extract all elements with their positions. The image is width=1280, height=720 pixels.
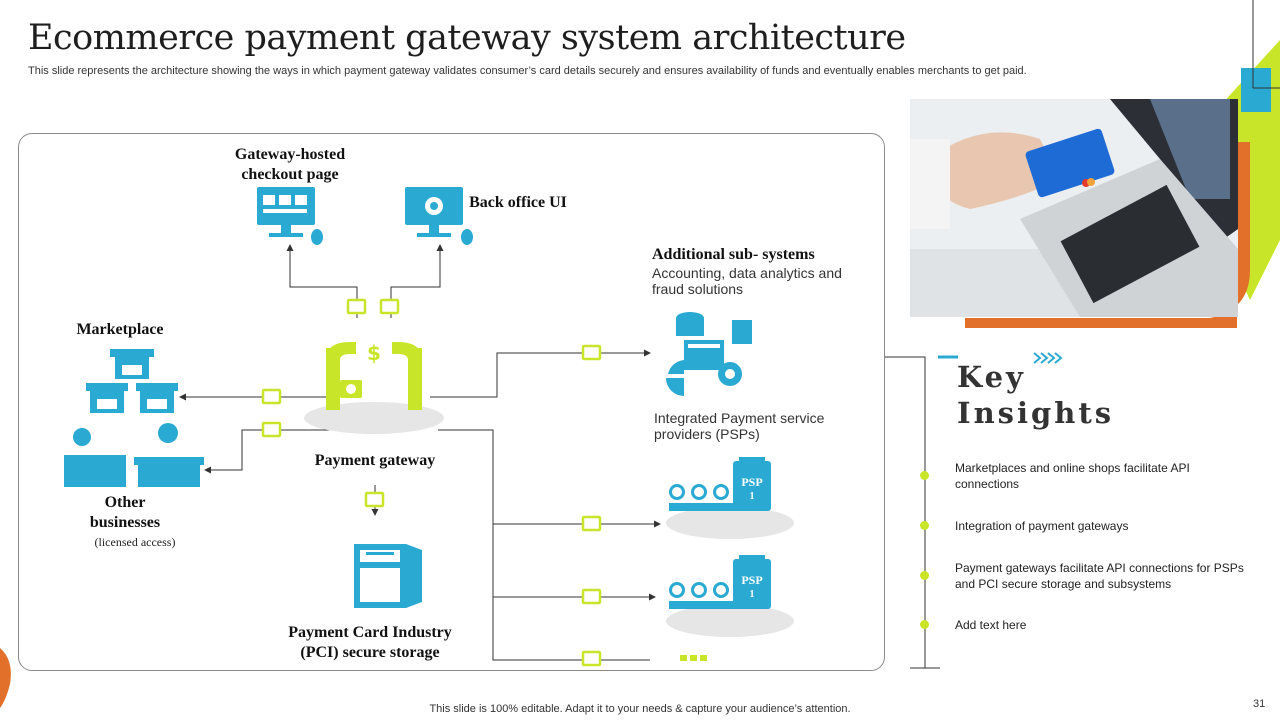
insight-bullet-1	[920, 471, 929, 480]
insight-item-4: Add text here	[955, 618, 1027, 632]
architecture-panel	[18, 133, 885, 671]
pci-storage-label: Payment Card Industry (PCI) secure stora…	[288, 624, 452, 661]
licensed-access-label: (licensed access)	[94, 535, 176, 549]
laptop-card-photo	[910, 99, 1238, 317]
psp-icon-2: PSP 1	[665, 553, 795, 638]
psp-tag-1: PSP	[741, 475, 763, 489]
page-subtitle: This slide represents the architecture s…	[28, 65, 1027, 77]
insight-item-1: Marketplaces and online shops facilitate…	[955, 461, 1190, 491]
psp-tag-2: PSP	[741, 573, 763, 587]
dollar-sign: $	[367, 341, 381, 365]
insight-bullet-4	[920, 620, 929, 629]
page-title: Ecommerce payment gateway system archite…	[28, 18, 906, 58]
payment-gateway-icon: $	[304, 341, 444, 434]
key-insights-heading-line2: Insights	[957, 396, 1115, 430]
psp-number-1: 1	[749, 491, 755, 502]
psp-device-graphic-2	[666, 555, 794, 637]
psp-icon-1: PSP 1	[665, 455, 795, 540]
insight-item-2: Integration of payment gateways	[955, 519, 1129, 533]
insight-bullet-2	[920, 521, 929, 530]
psp-providers-label: Integrated Payment service providers (PS…	[654, 410, 825, 442]
insight-bullet-3	[920, 571, 929, 580]
psp-device-graphic-1	[666, 457, 794, 539]
other-businesses-label: Other businesses	[89, 494, 161, 531]
subsystems-icon	[666, 312, 752, 396]
marketplace-icon	[64, 349, 204, 487]
key-insights-heading-line1: Key	[957, 360, 1026, 394]
backoffice-label: Back office UI	[469, 194, 567, 211]
psp-number-2: 1	[749, 589, 755, 600]
subsystems-title: Additional sub- systems	[652, 246, 815, 263]
checkout-monitor-icon	[257, 187, 323, 245]
footer-note: This slide is 100% editable. Adapt it to…	[429, 703, 851, 715]
checkout-page-label: Gateway-hosted checkout page	[234, 146, 346, 183]
subsystems-description: Accounting, data analytics and fraud sol…	[652, 265, 842, 297]
page-number: 31	[1253, 698, 1266, 710]
payment-gateway-label: Payment gateway	[314, 452, 436, 469]
backoffice-monitor-icon	[405, 187, 473, 245]
insight-item-3: Payment gateways facilitate API connecti…	[955, 561, 1244, 591]
marketplace-label: Marketplace	[76, 321, 164, 338]
pci-storage-icon	[354, 544, 422, 608]
